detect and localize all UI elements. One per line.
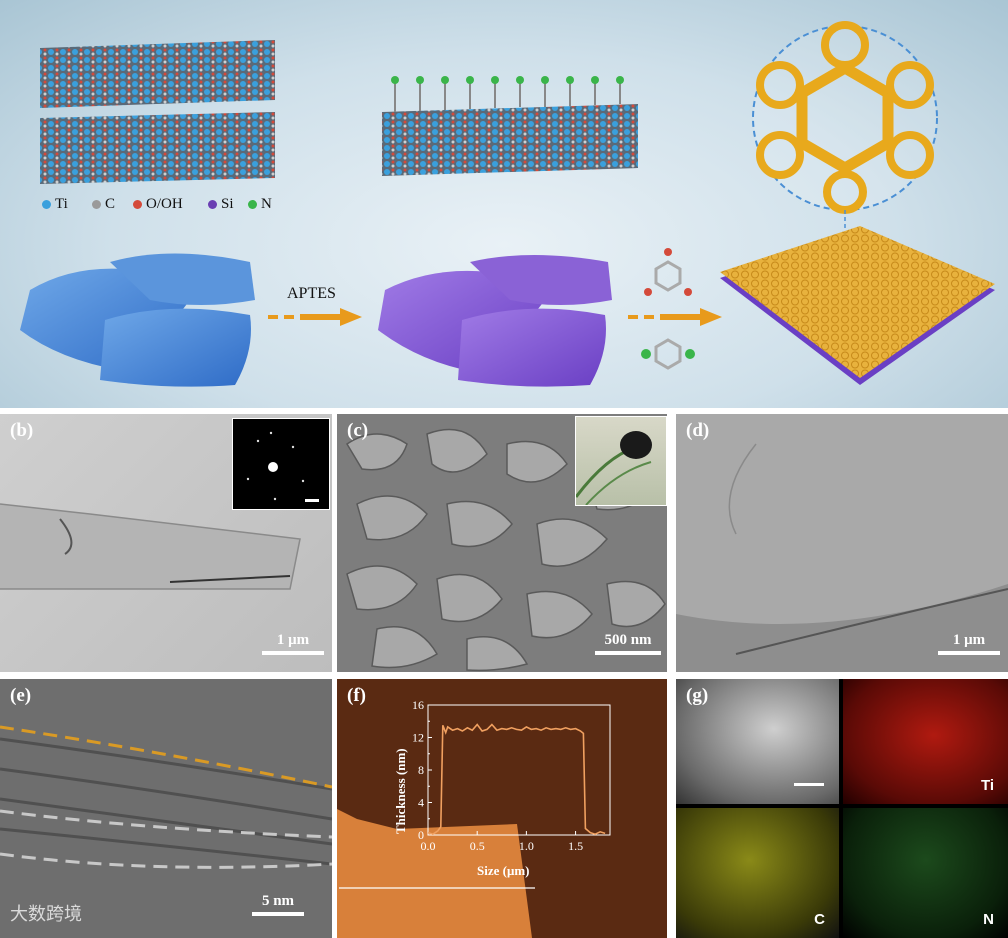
eds-scale-bar (794, 783, 824, 786)
panel-e-scale: 5 nm (252, 893, 304, 916)
panel-g-eds-mapping: Ti C N (g) (676, 679, 1008, 938)
synthesis-schematic: Ti C O/OH Si N APTES (0, 0, 1008, 408)
c-atom-icon (92, 200, 101, 210)
n-map: N (843, 808, 1008, 938)
legend-c: C (92, 196, 115, 213)
x-tick-label: 0.5 (470, 839, 485, 853)
y-axis-label: Thickness (nm) (393, 748, 408, 834)
x-tick-label: 0.0 (421, 839, 436, 853)
mxene-nanosheets (20, 253, 255, 387)
ti-atom-icon (42, 200, 51, 210)
lattice-fringes (0, 725, 332, 869)
schematic-drawing (20, 21, 995, 387)
y-tick-label: 4 (418, 796, 424, 810)
panel-c-sem-image: (c) 500 nm (337, 414, 667, 672)
mxene-multilayer-model (40, 40, 275, 184)
aerogel-photo-inset (574, 416, 667, 506)
n-atom-icon (248, 200, 257, 210)
thickness-profile-chart: 0 4 8 12 16 0.0 0.5 1.0 1.5 Size (μm) Thickness… (393, 698, 611, 878)
aldehyde-monomer-icon (644, 248, 692, 296)
panel-c-label: (c) (347, 420, 369, 441)
c-map-label: C (814, 911, 825, 928)
aerogel-on-plant (574, 431, 652, 506)
ti-map: Ti (843, 679, 1008, 804)
watermark: 大数跨境 (10, 904, 82, 924)
haadf-image (676, 679, 839, 804)
mxene-cof-composite-sheet (720, 226, 995, 385)
scale-bar (262, 651, 324, 655)
y-tick-label: 8 (418, 763, 424, 777)
nanosheet-outline (0, 503, 301, 590)
panel-d-tem-image: (d) 1 μm (676, 414, 1008, 672)
panel-c-scale: 500 nm (595, 632, 661, 655)
thickness-profile-line (427, 723, 606, 836)
panel-f-afm-image: (f) 0 4 8 12 16 0.0 0.5 1.0 1.5 Size (μm) Thick… (337, 679, 667, 938)
gray-guide-line-2 (0, 852, 332, 869)
x-axis-label: Size (μm) (477, 863, 530, 878)
arrow-cof-growth (628, 308, 722, 326)
n-map-label: N (983, 911, 994, 928)
y-tick-label: 16 (412, 698, 424, 712)
si-atom-icon (208, 200, 217, 210)
scale-bar (595, 651, 661, 655)
diamine-monomer-icon (641, 338, 695, 370)
scale-bar (938, 651, 1000, 655)
y-tick-label: 0 (418, 828, 424, 842)
panel-b-tem-image: (b) 1 μm (0, 414, 332, 672)
arrow-aptes (268, 308, 362, 326)
legend-n: N (248, 196, 272, 213)
panel-e-label: (e) (10, 685, 32, 706)
aptes-functionalized-layer-model (382, 76, 638, 176)
legend-ti: Ti (42, 196, 68, 213)
aptes-label: APTES (287, 285, 336, 302)
tem-texture (676, 443, 1008, 672)
cof-pore-zoom (752, 21, 938, 244)
ti-map-label: Ti (980, 777, 994, 794)
saed-inset (232, 418, 330, 510)
x-tick-label: 1.0 (519, 839, 534, 853)
scale-bar (252, 912, 304, 916)
panel-d-label: (d) (686, 420, 710, 441)
panel-g-label: (g) (686, 685, 709, 706)
o-atom-icon (133, 200, 142, 210)
panel-b-label: (b) (10, 420, 34, 441)
panel-d-scale: 1 μm (938, 632, 1000, 655)
functionalized-nanosheets (378, 255, 612, 387)
diffraction-pattern (246, 431, 319, 502)
plot-frame (427, 704, 611, 836)
y-tick-label: 12 (412, 731, 424, 745)
orange-guide-line (0, 725, 332, 789)
afm-sheet (337, 809, 535, 938)
legend-si: Si (208, 196, 234, 213)
panel-b-scale: 1 μm (262, 632, 324, 655)
panel-f-label: (f) (347, 685, 366, 706)
x-tick-label: 1.5 (568, 839, 583, 853)
c-map: C (676, 808, 839, 938)
panel-e-hrtem-image: (e) 5 nm (0, 679, 332, 938)
legend-o-oh: O/OH (133, 196, 183, 213)
